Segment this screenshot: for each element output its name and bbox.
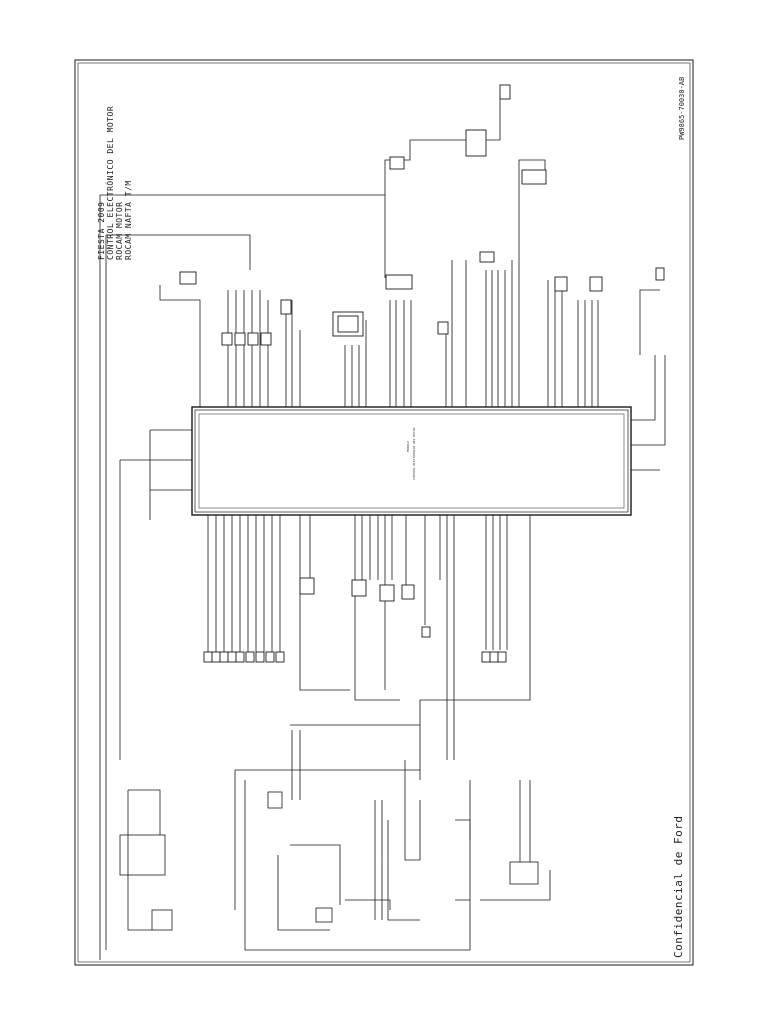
confidential-label: Confidencial de Ford bbox=[672, 815, 685, 958]
part-number: PW9865-70030-AB bbox=[678, 76, 686, 140]
module-label-1: MÓDULO bbox=[405, 441, 410, 452]
power-distribution-section bbox=[119, 724, 551, 951]
inner-border bbox=[77, 62, 691, 963]
bottom-wire-bundle bbox=[99, 195, 531, 960]
title-block: FIESTA 2009 CONTROL ELECTRÓNICO DEL MOTO… bbox=[97, 106, 133, 260]
outer-border bbox=[74, 59, 694, 966]
module-label-2: CONTROL ELECTRÓNICO DEL MOTOR bbox=[411, 427, 416, 480]
bottom-components bbox=[203, 577, 507, 663]
title-line-4: ROCAM NAFTA T/M bbox=[124, 180, 133, 260]
top-components bbox=[179, 84, 665, 346]
top-wire-bundle bbox=[100, 95, 666, 471]
title-line-1: FIESTA 2009 bbox=[97, 201, 106, 260]
ecm-module-box bbox=[191, 406, 632, 516]
title-line-3: ROCAM MOTOR bbox=[115, 201, 124, 260]
title-line-2: CONTROL ELECTRÓNICO DEL MOTOR bbox=[106, 105, 115, 260]
